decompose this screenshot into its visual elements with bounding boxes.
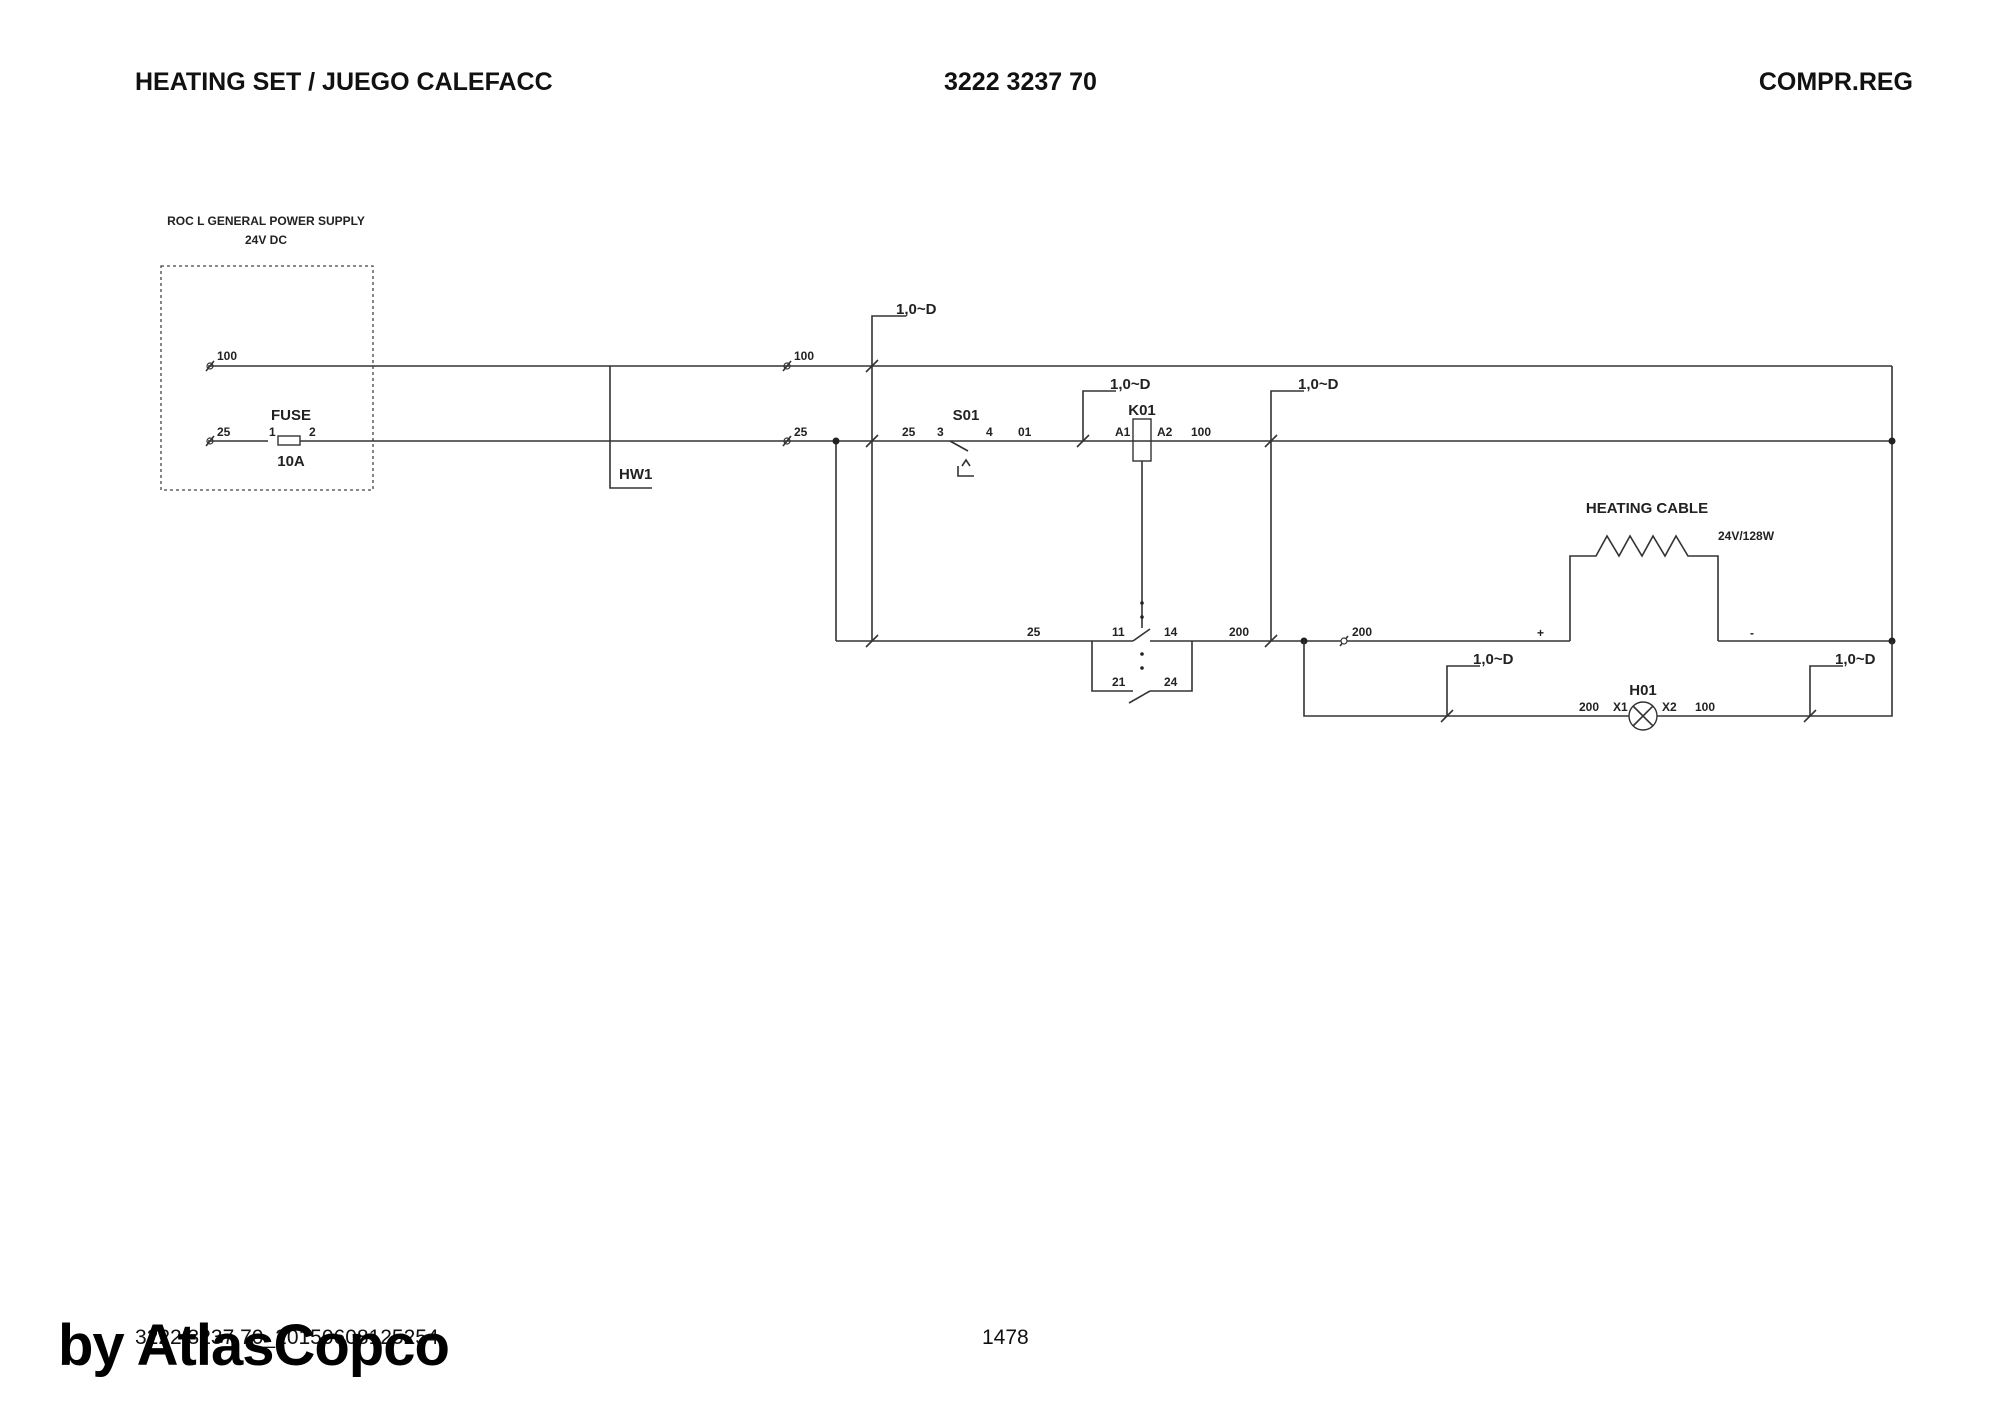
fuse-label: FUSE — [271, 407, 311, 424]
cable-3-spec: 1,0~D — [1298, 376, 1339, 393]
link-dot — [1140, 652, 1144, 656]
contact-11: 11 — [1112, 625, 1125, 639]
contact-no — [1132, 628, 1151, 642]
cable-5-line — [1809, 665, 1843, 716]
cable-4-line — [1446, 665, 1480, 716]
lamp-cross — [1632, 705, 1654, 727]
switch-actuator — [957, 466, 974, 477]
cable-3-line — [1270, 390, 1304, 641]
contact-nc-blade — [1128, 690, 1151, 704]
wire-label-100-relay: 100 — [1191, 425, 1211, 439]
terminal-ring — [206, 362, 214, 370]
terminal-ring — [783, 362, 791, 370]
wire-label-100-lamp: 100 — [1695, 700, 1715, 714]
heating-cable-resistor — [1569, 534, 1719, 641]
contact-24: 24 — [1164, 675, 1178, 689]
cable-tick — [1803, 709, 1817, 723]
relay-a1: A1 — [1115, 425, 1131, 439]
heating-cable-spec: 24V/128W — [1718, 529, 1775, 543]
junction-dot — [1888, 437, 1896, 445]
switch-label: S01 — [953, 407, 980, 424]
wire-label-25-s01: 25 — [902, 425, 916, 439]
power-supply-box — [160, 265, 374, 491]
footer-document-id: 3222 3237 70_20150608125254 — [135, 1326, 439, 1349]
fuse-pin-1: 1 — [269, 425, 276, 439]
terminal-ring — [206, 437, 214, 445]
header-title: HEATING SET / JUEGO CALEFACC — [135, 68, 553, 96]
cable-tick — [865, 434, 879, 448]
fuse-rating: 10A — [277, 453, 305, 470]
contact-14: 14 — [1164, 625, 1178, 639]
switch-actuator-arrow — [961, 458, 971, 467]
fuse-symbol — [277, 435, 301, 446]
cable-4-spec: 1,0~D — [1473, 651, 1514, 668]
wire-label-200-lamp: 200 — [1579, 700, 1599, 714]
harness-hw1-line — [609, 366, 652, 489]
lamp-x2: X2 — [1662, 700, 1677, 714]
wire-label-200-term: 200 — [1352, 625, 1372, 639]
wire-label-100-mid: 100 — [794, 349, 814, 363]
lamp-x1: X1 — [1613, 700, 1628, 714]
link-dot — [1140, 601, 1144, 605]
terminal-25-left — [205, 435, 215, 447]
relay-a2: A2 — [1157, 425, 1173, 439]
power-supply-title: ROC L GENERAL POWER SUPPLY — [167, 214, 365, 228]
contact-nc-right — [1150, 641, 1193, 692]
heating-cable-label: HEATING CABLE — [1586, 500, 1708, 517]
contact-21: 21 — [1112, 675, 1126, 689]
footer-brand-watermark: by AtlasCopco — [58, 1313, 450, 1378]
cable-1-line — [871, 315, 906, 641]
wire-label-01: 01 — [1018, 425, 1032, 439]
cable-tick — [865, 359, 879, 373]
link-dot — [1140, 615, 1144, 619]
junction-dot — [832, 437, 840, 445]
cable-5-spec: 1,0~D — [1835, 651, 1876, 668]
cable-tick — [1440, 709, 1454, 723]
polarity-plus: + — [1537, 626, 1544, 640]
cable-1-spec: 1,0~D — [896, 301, 937, 318]
wire-label-25: 25 — [217, 425, 231, 439]
relay-label: K01 — [1128, 402, 1156, 419]
wire-label-25-mid: 25 — [794, 425, 808, 439]
lamp-branch — [1303, 641, 1893, 717]
header-part-number: 3222 3237 70 — [944, 68, 1097, 96]
cable-2-spec: 1,0~D — [1110, 376, 1151, 393]
power-supply-voltage: 24V DC — [245, 233, 287, 247]
terminal-25-mid — [782, 435, 792, 447]
wire-label-25-bottom: 25 — [1027, 625, 1041, 639]
switch-blade — [949, 440, 969, 452]
polarity-minus: - — [1750, 626, 1754, 640]
terminal-ring — [1340, 637, 1348, 645]
fuse-pin-2: 2 — [309, 425, 316, 439]
link-dot — [1140, 666, 1144, 670]
header-category: COMPR.REG — [1758, 68, 1913, 96]
terminal-100-left — [205, 360, 215, 372]
wire-label-200: 200 — [1229, 625, 1249, 639]
switch-pin-4: 4 — [986, 425, 993, 439]
cable-2-line — [1082, 390, 1116, 441]
lamp-label: H01 — [1629, 682, 1657, 699]
wire-label-100: 100 — [217, 349, 237, 363]
footer-page-number: 1478 — [982, 1326, 1029, 1349]
terminal-100-mid — [782, 360, 792, 372]
switch-pin-3: 3 — [937, 425, 944, 439]
contact-nc-left — [1091, 641, 1133, 692]
harness-hw1-label: HW1 — [619, 466, 652, 483]
relay-coil — [1132, 418, 1152, 462]
terminal-ring — [783, 437, 791, 445]
